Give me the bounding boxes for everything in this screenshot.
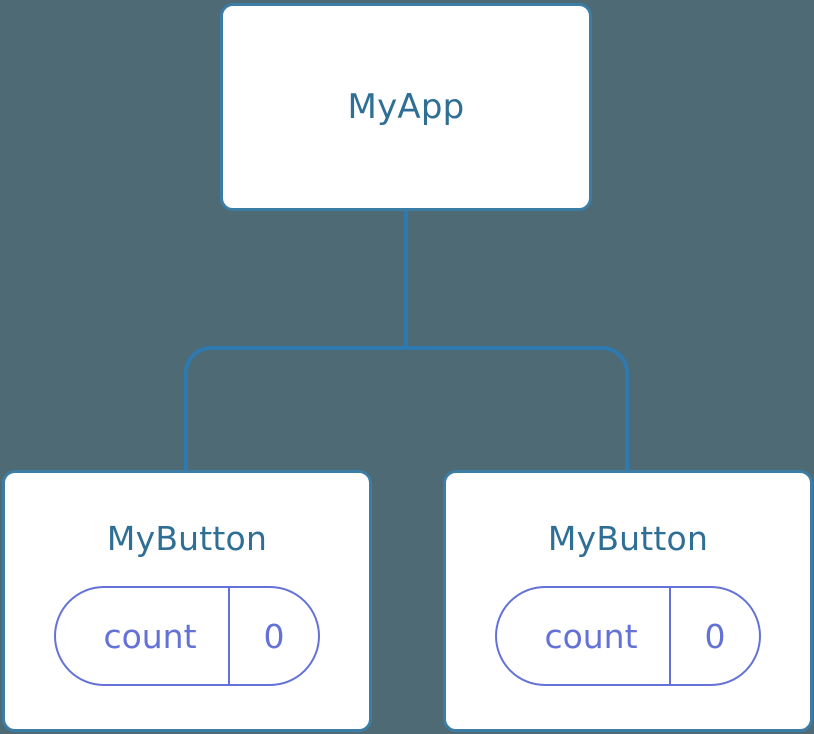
state-value: 0 [669,588,759,684]
connector-to-child-right [406,346,629,472]
state-key: count [103,616,197,656]
connector-to-child-left [184,346,406,472]
component-node-child[interactable]: MyButton count 0 [2,470,372,732]
component-node-child[interactable]: MyButton count 0 [443,470,813,732]
component-node-title: MyButton [547,519,709,558]
component-node-root[interactable]: MyApp [220,3,592,211]
state-pill[interactable]: count 0 [54,586,320,686]
state-pill[interactable]: count 0 [495,586,761,686]
component-node-title: MyButton [106,519,268,558]
state-key: count [544,616,638,656]
state-value: 0 [228,588,318,684]
component-node-title: MyApp [347,87,465,127]
